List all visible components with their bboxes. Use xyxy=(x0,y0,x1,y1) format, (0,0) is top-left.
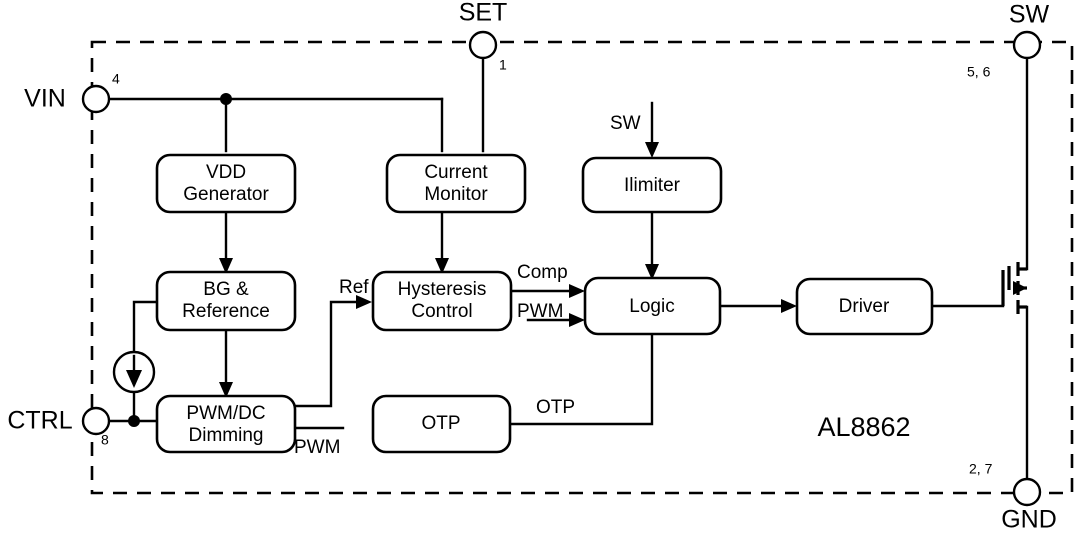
vdd-generator-box xyxy=(155,153,297,214)
wire-otp-to-logic xyxy=(508,332,654,426)
signal-label-otp: OTP xyxy=(536,397,575,418)
driver-label: Driver xyxy=(839,296,890,317)
ilimiter-box xyxy=(581,156,723,214)
arrowhead-comp-to-logic xyxy=(569,284,585,298)
block-hysteresis-control: Hysteresis Control xyxy=(371,270,513,332)
arrowhead-sw-to-ilimiter xyxy=(645,142,659,158)
vdd-generator-label-line1: VDD xyxy=(206,162,246,183)
pin-gnd[interactable]: GND 2, 7 xyxy=(969,461,1057,534)
arrowhead-ref-to-hysteresis xyxy=(356,295,372,309)
otp-label: OTP xyxy=(421,413,460,434)
hysteresis-control-label-line2: Control xyxy=(411,301,472,322)
arrowhead-ilimiter-to-logic xyxy=(645,264,659,280)
pin-vin[interactable]: VIN 4 xyxy=(24,71,120,114)
ilimiter-label: Ilimiter xyxy=(624,175,681,196)
bg-reference-box xyxy=(155,270,297,332)
gnd-pin-circle[interactable] xyxy=(1012,477,1042,507)
set-pin-circle[interactable] xyxy=(468,30,498,60)
arrowhead-logic-to-driver xyxy=(781,299,797,313)
part-number-label: AL8862 xyxy=(817,412,910,442)
arrowhead-cm-to-hyst xyxy=(435,258,449,274)
gnd-pin-number: 2, 7 xyxy=(969,461,993,477)
pwm-dc-dimming-box xyxy=(155,394,297,454)
sw-pin-number: 5, 6 xyxy=(967,64,991,80)
junction-dot-ctrl-rail xyxy=(128,415,140,427)
arrowhead-bg-to-dimming xyxy=(219,382,233,398)
pwm-dc-dimming-label-line1: PWM/DC xyxy=(186,403,265,424)
ic-boundary-dashed-rect xyxy=(90,40,1074,495)
hysteresis-control-box xyxy=(371,270,513,332)
current-source-arrowhead xyxy=(126,370,142,388)
block-otp: OTP xyxy=(371,394,512,454)
logic-box xyxy=(583,276,722,336)
otp-box xyxy=(371,394,512,454)
pwm-dc-dimming-label-line2: Dimming xyxy=(189,425,264,446)
block-vdd-generator: VDD Generator xyxy=(155,153,297,214)
mosfet-body-arrow xyxy=(1013,281,1027,295)
signal-label-comp: Comp xyxy=(517,262,568,283)
block-pwm-dc-dimming: PWM/DC Dimming xyxy=(155,394,297,454)
pin-ctrl[interactable]: CTRL 8 xyxy=(7,406,111,448)
ctrl-pin-label: CTRL xyxy=(7,407,72,435)
vdd-generator-label-line2: Generator xyxy=(183,184,269,205)
ctrl-pin-number: 8 xyxy=(101,432,109,448)
pin-set[interactable]: SET 1 xyxy=(459,0,508,73)
signal-label-pwm-hysteresis: PWM xyxy=(517,301,563,322)
block-bg-reference: BG & Reference xyxy=(155,270,297,332)
sw-pin-circle[interactable] xyxy=(1012,30,1042,60)
signal-label-pwm-dimming: PWM xyxy=(294,437,340,458)
logic-label: Logic xyxy=(629,296,674,317)
signal-label-ref: Ref xyxy=(339,277,369,298)
block-logic: Logic xyxy=(583,276,722,336)
block-driver: Driver xyxy=(795,277,934,336)
junction-dot-vin-rail xyxy=(220,93,232,105)
pin-sw[interactable]: SW 5, 6 xyxy=(967,1,1050,80)
hysteresis-control-label-line1: Hysteresis xyxy=(398,279,487,300)
arrowhead-vdd-to-bg xyxy=(219,258,233,274)
vin-pin-label: VIN xyxy=(24,85,66,113)
set-pin-label: SET xyxy=(459,0,508,27)
driver-box xyxy=(795,277,934,336)
ctrl-pin-circle[interactable] xyxy=(81,406,111,436)
wire-ref-to-hysteresis xyxy=(293,300,362,408)
sw-pin-label: SW xyxy=(1009,1,1050,29)
block-current-monitor: Current Monitor xyxy=(385,153,527,214)
gnd-pin-label: GND xyxy=(1001,506,1057,534)
block-ilimiter: Ilimiter xyxy=(581,156,723,214)
current-monitor-label-line1: Current xyxy=(424,162,488,183)
arrowhead-pwm-to-logic xyxy=(569,313,585,327)
bg-reference-label-line1: BG & xyxy=(203,279,249,300)
wire-bg-to-current-source xyxy=(132,300,159,354)
current-monitor-box xyxy=(385,153,527,214)
set-pin-number: 1 xyxy=(499,57,507,73)
signal-label-sw-sense: SW xyxy=(610,113,641,134)
bg-reference-label-line2: Reference xyxy=(182,301,270,322)
current-monitor-label-line2: Monitor xyxy=(424,184,488,205)
vin-pin-number: 4 xyxy=(112,71,120,87)
vin-pin-circle[interactable] xyxy=(81,84,111,114)
